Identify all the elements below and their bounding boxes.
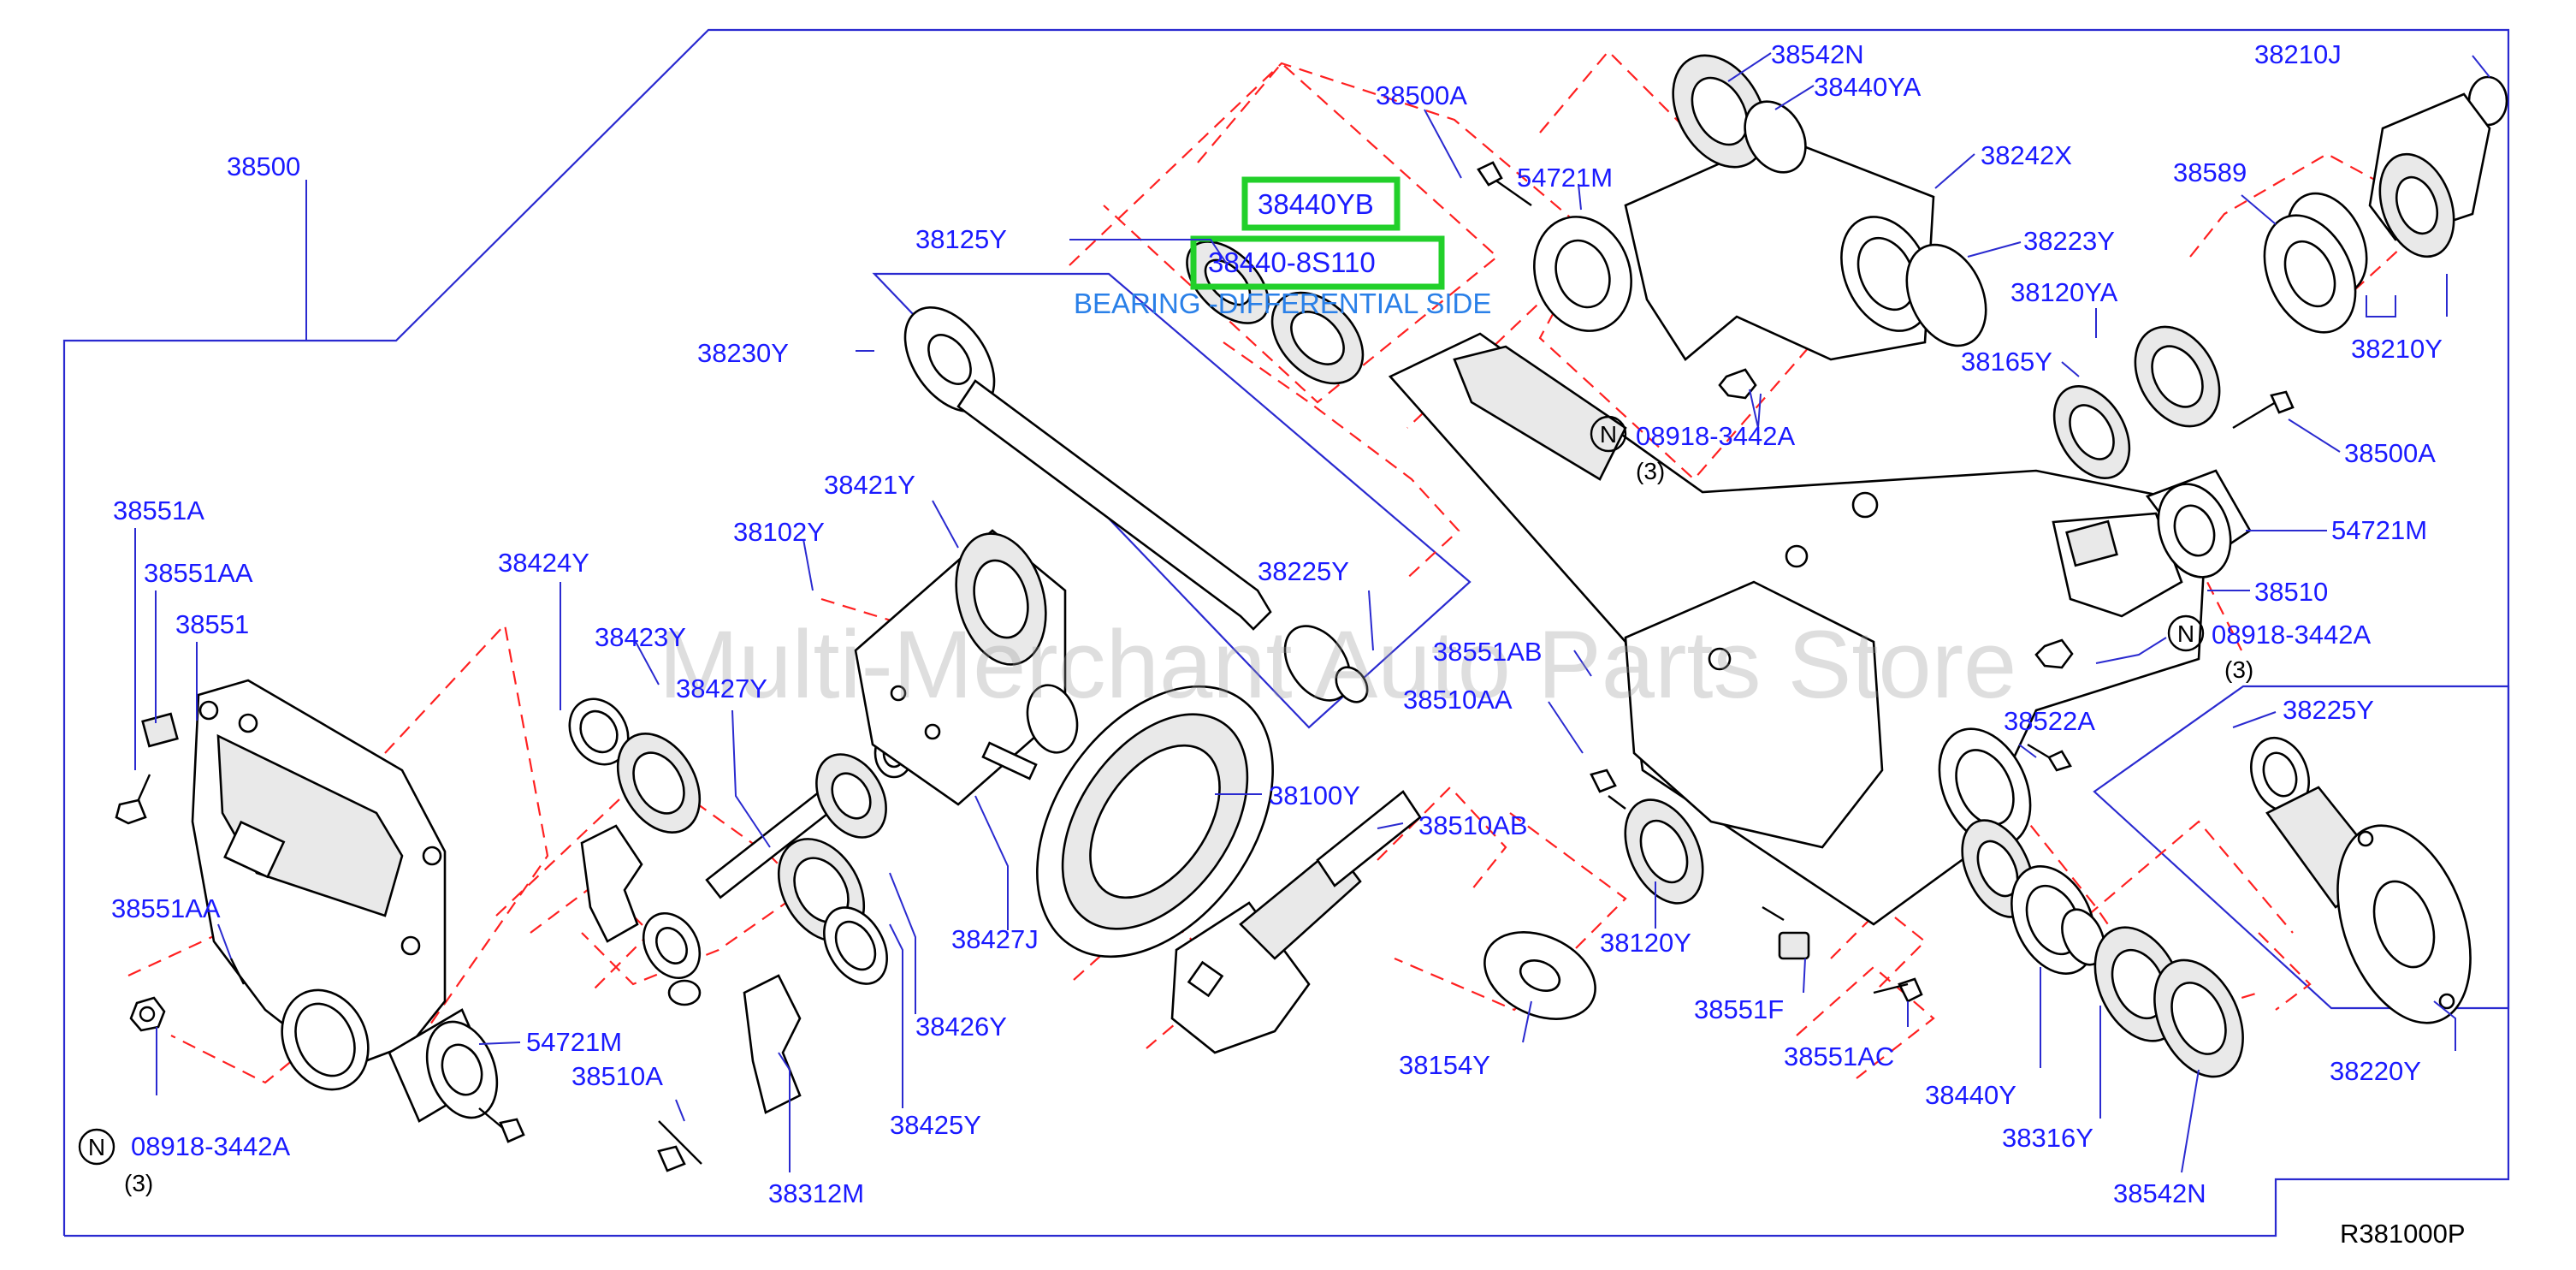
watermark: Multi-Merchant Auto Parts Store xyxy=(659,611,2016,718)
label-38425y: 38425Y xyxy=(890,1110,981,1140)
label-38551ac: 38551AC xyxy=(1784,1042,1894,1071)
rear-cover xyxy=(191,679,447,1091)
label-38120y: 38120Y xyxy=(1600,928,1691,958)
label-38551: 38551 xyxy=(175,609,249,639)
label-38242x: 38242X xyxy=(1981,140,2072,170)
lower-right-bearings xyxy=(1961,819,2244,1078)
nut-marker-right: N xyxy=(2167,614,2205,652)
axle-shaft-group-frame xyxy=(872,272,1472,729)
assembly-frame xyxy=(62,28,2510,1237)
pinion-bearings-center xyxy=(1590,743,2072,1003)
label-38440ya: 38440YA xyxy=(1814,72,1922,102)
label-38210j: 38210J xyxy=(2254,39,2342,69)
label-38551a: 38551A xyxy=(113,496,204,525)
label-38230y: 38230Y xyxy=(697,338,789,368)
leader-lines xyxy=(134,52,2490,1173)
label-38440y: 38440Y xyxy=(1925,1080,2016,1110)
qty-note-left: (3) xyxy=(124,1170,153,1196)
label-38551aa-left: 38551AA xyxy=(111,893,221,923)
label-08918-left: 08918-3442A xyxy=(131,1131,290,1161)
qty-note-top: (3) xyxy=(1636,458,1665,484)
label-38500a-top: 38500A xyxy=(1376,80,1467,110)
label-38154y: 38154Y xyxy=(1399,1050,1490,1080)
label-38165y: 38165Y xyxy=(1961,347,2052,377)
differential-side-gears xyxy=(568,697,915,1172)
label-38522a: 38522A xyxy=(2004,706,2095,736)
ring-gear xyxy=(1036,685,1274,958)
label-38225y-right: 38225Y xyxy=(2283,695,2374,725)
label-38210y: 38210Y xyxy=(2351,334,2443,364)
label-38225y-mid: 38225Y xyxy=(1258,556,1349,586)
label-38223y: 38223Y xyxy=(2023,226,2115,256)
label-38500a-right: 38500A xyxy=(2344,438,2436,468)
label-38102y: 38102Y xyxy=(733,517,825,547)
label-38510aa: 38510AA xyxy=(1403,685,1513,715)
svg-text:N: N xyxy=(2177,620,2194,647)
label-38125y: 38125Y xyxy=(915,224,1007,254)
highlight-box-lower xyxy=(1190,235,1445,290)
part-labels: 38500 38500A 38542N 38440YA 38210J 38242… xyxy=(111,39,2443,1208)
label-38423y: 38423Y xyxy=(595,622,686,652)
carrier-housing xyxy=(1388,332,2209,926)
label-54721m-right: 54721M xyxy=(2331,515,2427,545)
companion-flange-top xyxy=(2263,75,2508,334)
label-54721m-left: 54721M xyxy=(526,1027,622,1057)
label-38551f: 38551F xyxy=(1694,994,1784,1024)
nut-marker-left: N xyxy=(78,1128,115,1166)
label-38500: 38500 xyxy=(227,151,300,181)
label-08918-right: 08918-3442A xyxy=(2212,620,2371,650)
label-38589: 38589 xyxy=(2173,157,2247,187)
label-38510: 38510 xyxy=(2254,577,2328,607)
diagram-reference: R381000P xyxy=(2340,1219,2466,1249)
label-38424y: 38424Y xyxy=(498,548,589,578)
part-description: BEARING -DIFFERENTIAL SIDE xyxy=(1074,288,1491,319)
label-38312m: 38312M xyxy=(768,1178,864,1208)
highlight-label-38440-8s110[interactable]: 38440-8S110 xyxy=(1208,246,1376,278)
label-38220y: 38220Y xyxy=(2330,1056,2421,1086)
highlight-label-38440yb[interactable]: 38440YB xyxy=(1258,188,1374,220)
upper-bracket xyxy=(1477,54,1987,400)
highlight-box-upper xyxy=(1241,176,1401,231)
side-flange-right xyxy=(2250,736,2472,1024)
axle-shaft xyxy=(903,306,1369,703)
label-38542n-top: 38542N xyxy=(1771,39,1864,69)
label-38100y: 38100Y xyxy=(1269,780,1360,810)
bolts-left xyxy=(115,712,525,1143)
flange-group-frame xyxy=(2093,685,2510,1010)
label-38551ab: 38551AB xyxy=(1433,637,1543,667)
label-38427y: 38427Y xyxy=(676,674,767,703)
qty-note-right: (3) xyxy=(2224,656,2253,683)
nut-marker-top: N xyxy=(1590,415,1627,453)
label-38510ab: 38510AB xyxy=(1418,810,1528,840)
label-38316y: 38316Y xyxy=(2002,1123,2093,1153)
label-38120ya: 38120YA xyxy=(2010,277,2118,307)
label-38542n-bottom: 38542N xyxy=(2113,1178,2206,1208)
label-38551aa-top: 38551AA xyxy=(144,558,253,588)
right-bearings xyxy=(2034,325,2295,669)
svg-text:N: N xyxy=(88,1134,105,1160)
label-38426y: 38426Y xyxy=(915,1012,1007,1042)
drive-pinion xyxy=(1170,790,1422,1054)
differential-case xyxy=(854,529,1079,806)
label-54721m-top: 54721M xyxy=(1517,163,1613,193)
label-38421y: 38421Y xyxy=(824,470,915,500)
mount-bushing-left xyxy=(388,1008,499,1123)
label-38427j: 38427J xyxy=(951,924,1039,954)
label-38510a: 38510A xyxy=(571,1061,663,1091)
label-08918-top: 08918-3442A xyxy=(1636,421,1795,451)
side-bearings-highlighted xyxy=(1186,240,1365,385)
pinion-washer xyxy=(1483,931,1596,1020)
svg-text:N: N xyxy=(1600,421,1617,448)
